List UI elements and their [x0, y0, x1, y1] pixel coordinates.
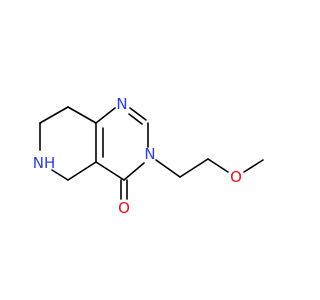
atom-n3-label: N: [144, 145, 155, 163]
bond-ch2-o: [207, 158, 229, 173]
bond-n3-ch2: [155, 159, 181, 178]
bond-n1-c2: [129, 107, 147, 121]
bond-c5-c4a: [67, 161, 97, 181]
molecule-canvas: N N O NH O: [33, 95, 264, 217]
atom-ether-oxygen-label: O: [230, 168, 242, 186]
atom-carbonyl-oxygen-label: O: [118, 199, 130, 217]
atom-n1-label: N: [116, 95, 127, 113]
bond-c8a-n1: [95, 107, 116, 124]
bond-n6-c5: [51, 169, 69, 181]
bond-o-ch3: [243, 159, 264, 173]
bond-n3-c4: [123, 162, 145, 181]
atom-nh-label: NH: [33, 154, 56, 172]
bond-c4-c4a: [95, 161, 125, 181]
molecule-structure: N N O NH O: [33, 95, 264, 217]
bond-ch2-ch2: [179, 158, 209, 178]
bond-c8-c7: [39, 106, 69, 124]
bond-c8a-c8: [67, 106, 97, 124]
bond-n1-c2-inner: [128, 113, 143, 125]
